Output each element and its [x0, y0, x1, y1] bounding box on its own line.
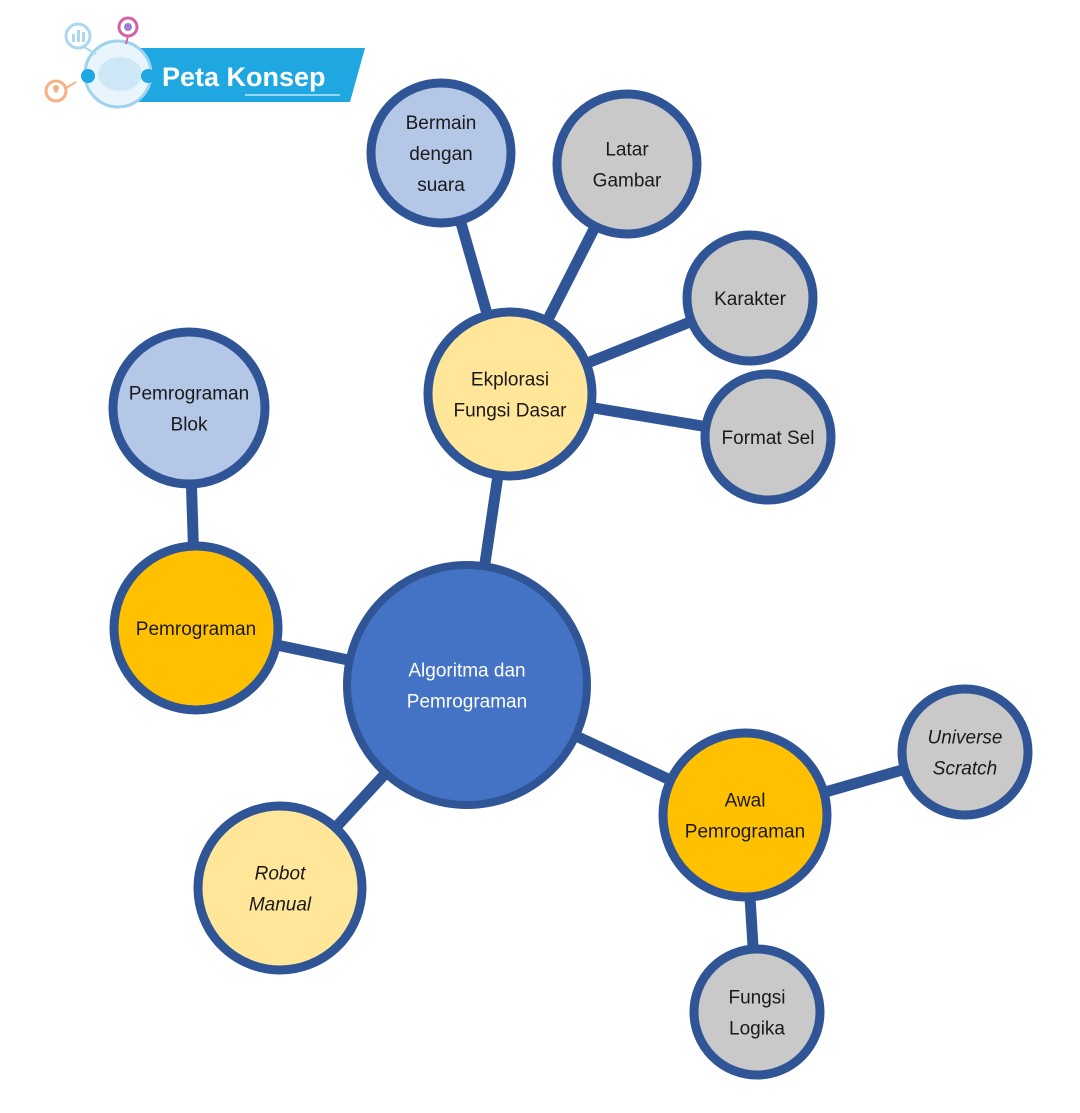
robot-head-icon: [81, 39, 155, 109]
node-label-latar-gambar: Gambar: [593, 171, 662, 192]
node-circle-fungsi-logika: [689, 944, 825, 1080]
node-circle-pemrograman: [109, 541, 283, 715]
node-label-karakter: Karakter: [714, 289, 786, 310]
gear-icon: [117, 16, 139, 45]
node-label-center: Pemrograman: [407, 692, 527, 713]
header-graphic: Peta Konsep: [44, 16, 365, 109]
node-label-center: Algoritma dan: [408, 661, 525, 682]
node-label-pemrograman-blok: Blok: [171, 415, 208, 436]
node-format-sel: Format Sel: [700, 369, 836, 505]
node-label-bermain-suara: dengan: [409, 144, 472, 165]
node-label-fungsi-logika: Logika: [729, 1019, 785, 1040]
node-pemrograman: Pemrograman: [109, 541, 283, 715]
node-circle-awal-pemrograman: [658, 728, 832, 902]
node-label-pemrograman: Pemrograman: [136, 619, 256, 640]
node-label-awal-pemrograman: Pemrograman: [685, 822, 805, 843]
page-title: Peta Konsep: [162, 62, 326, 92]
node-label-universe-scratch: Scratch: [933, 759, 997, 780]
node-label-ekplorasi: Ekplorasi: [471, 370, 549, 391]
node-label-pemrograman-blok: Pemrograman: [129, 384, 249, 405]
node-label-awal-pemrograman: Awal: [725, 791, 766, 812]
node-label-ekplorasi: Fungsi Dasar: [454, 401, 568, 422]
banner-shape: [135, 48, 365, 102]
node-circle-universe-scratch: [897, 684, 1033, 820]
chart-icon: [64, 22, 97, 55]
node-label-robot-manual: Manual: [249, 895, 312, 916]
node-circle-pemrograman-blok: [108, 327, 270, 489]
node-circle-robot-manual: [193, 801, 367, 975]
node-circle-center: [343, 561, 591, 809]
node-karakter: Karakter: [682, 230, 818, 366]
node-label-bermain-suara: Bermain: [406, 113, 477, 134]
node-circle-bermain-suara: [366, 78, 516, 228]
node-bermain-suara: Bermain dengan suara: [366, 78, 516, 228]
node-label-universe-scratch: Universe: [928, 728, 1003, 749]
node-label-fungsi-logika: Fungsi: [728, 988, 785, 1009]
node-label-format-sel: Format Sel: [722, 428, 815, 449]
header: Peta Konsep: [40, 14, 380, 114]
node-circle-karakter: [682, 230, 818, 366]
node-label-latar-gambar: Latar: [605, 140, 649, 161]
node-circle-latar-gambar: [552, 89, 702, 239]
node-circle-format-sel: [700, 369, 836, 505]
node-label-bermain-suara: suara: [417, 175, 465, 196]
lightbulb-icon: [44, 79, 77, 103]
nodes-layer: Algoritma danPemrogramanPemrogramanPemro…: [108, 78, 1033, 1080]
node-circle-ekplorasi: [423, 307, 597, 481]
node-label-robot-manual: Robot: [255, 864, 306, 885]
